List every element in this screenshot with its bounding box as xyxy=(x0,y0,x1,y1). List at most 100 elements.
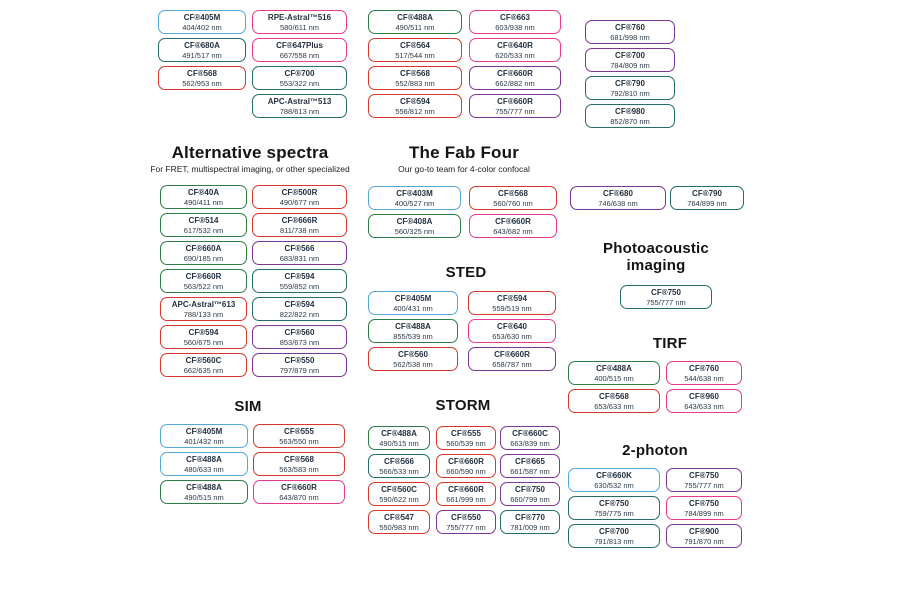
dye-name: CF®403M xyxy=(396,188,433,198)
dye-name: CF®560 xyxy=(398,349,428,359)
dye-name: CF®790 xyxy=(615,78,645,88)
dye-excitation-emission: 663/839 nm xyxy=(510,438,550,448)
dye-name: CF®750 xyxy=(689,498,719,508)
dye-excitation-emission: 559/852 nm xyxy=(279,281,320,291)
dye-excitation-emission: 550/983 nm xyxy=(379,522,419,532)
dye-excitation-emission: 553/322 nm xyxy=(279,78,320,88)
dye-excitation-emission: 759/775 nm xyxy=(594,508,634,518)
dye-excitation-emission: 855/539 nm xyxy=(393,331,433,341)
dye-name: CF®700 xyxy=(615,50,645,60)
section-title-storm: STORM xyxy=(435,397,491,414)
dye-name: CF®408A xyxy=(396,216,433,226)
dye-name: CF®514 xyxy=(188,215,219,225)
dye-name: CF®488A xyxy=(397,12,433,22)
dye-excitation-emission: 404/402 nm xyxy=(182,22,222,32)
dye-excitation-emission: 662/635 nm xyxy=(183,365,224,375)
dye-name: CF®660A xyxy=(185,243,222,253)
section-title-photoacoustic: Photoacoustic imaging xyxy=(603,240,709,274)
dye-name: CF®640 xyxy=(497,321,527,331)
dye-excitation-emission: 552/883 nm xyxy=(395,78,435,88)
dye-name: CF®560C xyxy=(185,355,222,365)
dye-name: CF®750 xyxy=(599,498,629,508)
dye-name: APC-Astral™613 xyxy=(171,299,236,309)
dye-name: CF®488A xyxy=(596,363,632,373)
dye-excitation-emission: 643/633 nm xyxy=(684,401,724,411)
dye-name: CF®594 xyxy=(400,96,430,106)
section-subtitle-alternative-spectra: For FRET, multispectral imaging, or othe… xyxy=(150,164,350,174)
dye-excitation-emission: 556/812 nm xyxy=(395,106,435,116)
dye-name: CF®566 xyxy=(284,243,315,253)
dye-excitation-emission: 852/870 nm xyxy=(610,116,650,126)
dye-excitation-emission: 617/532 nm xyxy=(183,225,224,235)
dye-excitation-emission: 490/515 nm xyxy=(184,492,224,502)
dye-excitation-emission: 755/777 nm xyxy=(446,522,486,532)
dye-excitation-emission: 400/431 nm xyxy=(393,303,433,313)
dye-name: CF®488A xyxy=(186,482,222,492)
dye-excitation-emission: 563/550 nm xyxy=(279,436,319,446)
dye-excitation-emission: 563/583 nm xyxy=(279,464,319,474)
dye-name: CF®660R xyxy=(497,96,533,106)
dye-excitation-emission: 788/613 nm xyxy=(279,106,320,116)
dye-excitation-emission: 562/538 nm xyxy=(393,359,433,369)
dye-name: CF®666R xyxy=(281,215,318,225)
dye-name: CF®594 xyxy=(188,327,219,337)
dye-excitation-emission: 658/787 nm xyxy=(492,359,532,369)
dye-excitation-emission: 653/633 nm xyxy=(594,401,634,411)
dye-excitation-emission: 400/515 nm xyxy=(594,373,634,383)
dye-excitation-emission: 620/533 nm xyxy=(495,50,535,60)
dye-excitation-emission: 792/810 nm xyxy=(610,88,650,98)
dye-name: CF®568 xyxy=(400,68,430,78)
dye-excitation-emission: 661/999 nm xyxy=(446,494,486,504)
dye-name: RPE-Astral™516 xyxy=(267,12,332,22)
dye-name: CF®566 xyxy=(384,456,414,466)
dye-name: CF®555 xyxy=(284,426,314,436)
dye-name: CF®750 xyxy=(651,287,681,297)
dye-excitation-emission: 667/558 nm xyxy=(279,50,320,60)
dye-name: CF®568 xyxy=(599,391,629,401)
dye-name: APC-Astral™513 xyxy=(267,96,332,106)
dye-excitation-emission: 764/899 nm xyxy=(687,198,727,208)
dye-name: CF®550 xyxy=(451,512,481,522)
dye-excitation-emission: 755/777 nm xyxy=(495,106,535,116)
dye-excitation-emission: 853/673 nm xyxy=(279,337,320,347)
dye-excitation-emission: 661/587 nm xyxy=(510,466,550,476)
dye-excitation-emission: 811/738 nm xyxy=(279,225,320,235)
dye-name: CF®900 xyxy=(689,526,719,536)
dye-excitation-emission: 490/411 nm xyxy=(183,197,224,207)
